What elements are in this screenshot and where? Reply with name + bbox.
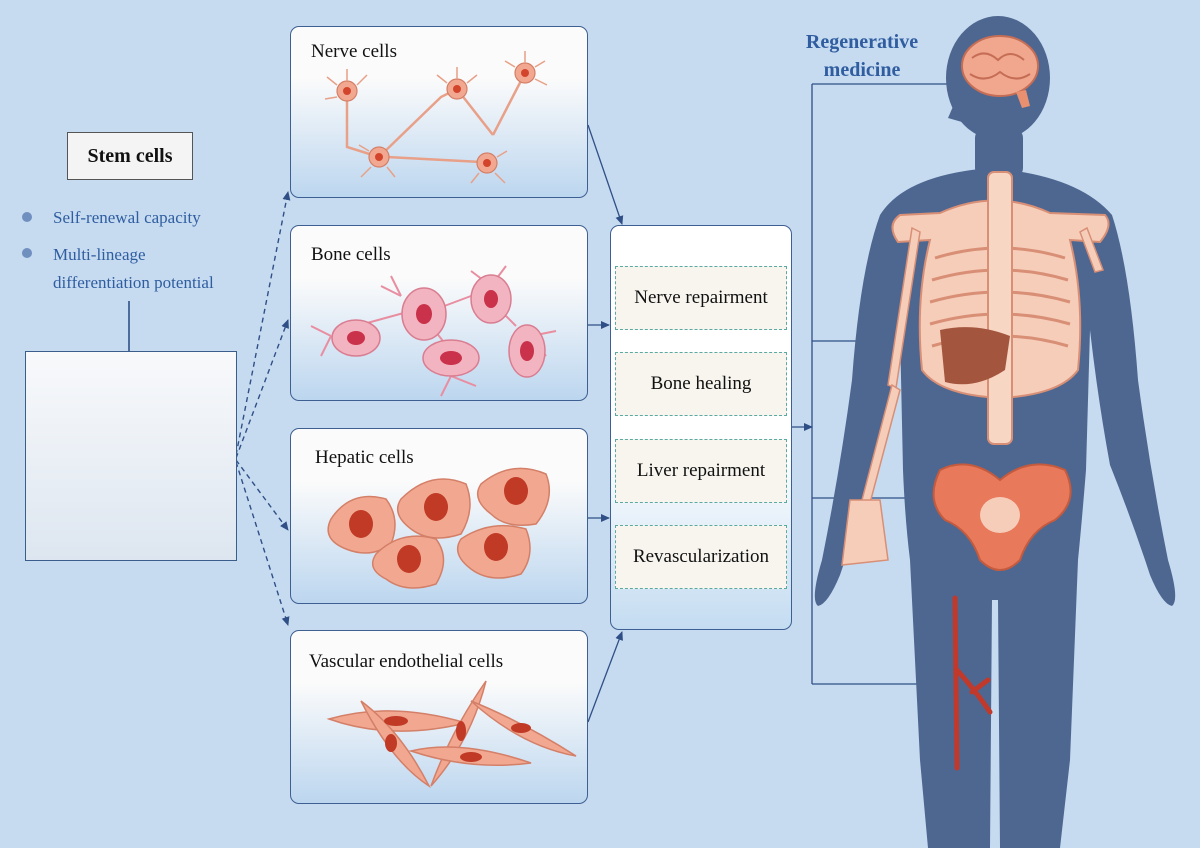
app-bone-healing: Bone healing [615,352,787,416]
liver-icon [940,327,1010,385]
property-self-renewal: Self-renewal capacity [53,208,201,227]
vascular-cells-panel: Vascular endothelial cells [290,630,588,804]
property-multi-lineage: Multi-lineage [53,245,146,264]
bone-cells-label: Bone cells [311,244,391,265]
arrow-vascular-to-app [587,631,623,723]
nerve-cells-label: Nerve cells [311,41,397,62]
nerve-cells-panel: Nerve cells [290,26,588,198]
bullet-icon [22,248,32,258]
blood-vessel-icon [952,595,993,771]
osteocyte-icon [310,265,557,397]
hepatic-cells-panel: Hepatic cells [290,428,588,604]
skeleton-icon [841,171,1110,566]
arrow-to-vascular [235,461,290,626]
application-arrows [587,124,813,723]
bullet-icon [22,212,32,222]
bone-cells-panel: Bone cells [290,225,588,401]
app-liver-repairment: Liver repairment [615,439,787,503]
arrow-to-nerve [235,191,291,456]
differentiation-arrows [235,191,291,626]
regenerative-line1: Regenerative [805,31,919,53]
regenerative-line2: medicine [823,59,901,81]
property-differentiation: differentiation potential [53,273,214,292]
vascular-cells-label: Vascular endothelial cells [309,651,504,672]
app-nerve-repairment: Nerve repairment [615,266,787,330]
arrow-to-bone [235,319,289,459]
stem-cells-title: Stem cells [67,132,193,180]
endothelial-cell-icon [326,680,577,789]
regenerative-medicine-title: Regenerative medicine [782,28,942,84]
neuron-icon [324,51,548,184]
hepatic-cells-label: Hepatic cells [315,447,414,468]
hepatocyte-icon [327,467,551,589]
pelvis-icon [932,463,1072,571]
arrow-nerve-to-app [587,124,624,225]
arrow-to-hepatic [235,459,289,531]
brain-icon [961,35,1039,108]
stem-cell-panel [25,351,237,561]
app-revascularization: Revascularization [615,525,787,589]
